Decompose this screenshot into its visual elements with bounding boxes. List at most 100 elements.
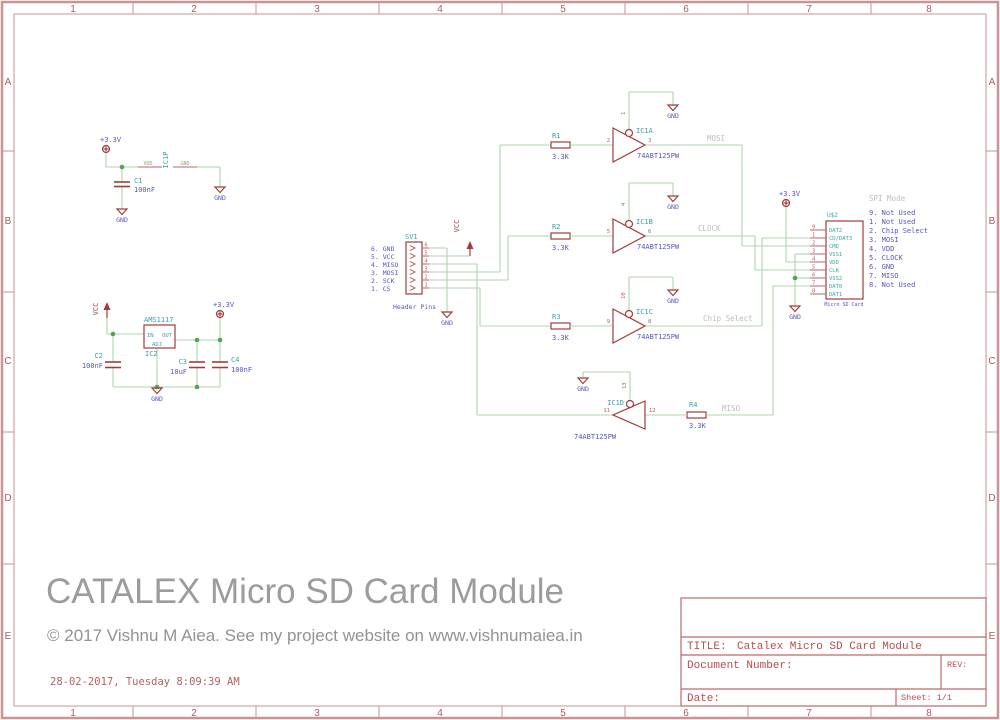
gnd-symbol: GND: [788, 305, 802, 321]
gnd-symbol: GND: [666, 289, 680, 305]
supply-33v-icon: [101, 144, 111, 154]
c1-value: 100nF: [134, 186, 155, 194]
frame-col-label: 4: [437, 4, 443, 15]
ic1c-designator: IC1C: [636, 308, 653, 316]
regulator-ic2: AMS1117 IN OUT ADJ IC2: [143, 316, 176, 358]
ic1b-pin-en: 4: [621, 202, 627, 206]
regulator-pin-adj: ADJ: [152, 342, 162, 348]
svg-text:GND: GND: [214, 194, 226, 202]
c4-value: 100nF: [231, 366, 252, 374]
gnd-symbol: GND: [666, 195, 680, 211]
sv1-pin-label: 1. CS: [371, 285, 391, 293]
svg-text:GND: GND: [667, 203, 679, 211]
ic1d-pin-en: 13: [622, 382, 628, 389]
frame-row-label: B: [989, 216, 996, 227]
c2-value: 100nF: [82, 362, 103, 370]
sd-card-pin-stubs: [810, 229, 826, 295]
capacitor-c3: C3 10uF: [170, 358, 205, 376]
ic1c-pin-en: 10: [621, 292, 627, 299]
ic1d-pin-in: 12: [649, 408, 656, 414]
spi-mode-item: 1. Not Used: [869, 218, 915, 226]
sv1-pin-number: 4: [424, 259, 428, 265]
junction-dot: [119, 164, 125, 170]
net-label-clock: CLOCK: [698, 224, 721, 233]
svg-text:GND: GND: [667, 112, 679, 120]
buffer-ic1a-section: R1 3.3K IC1A 74ABT125PW 1 2 3 MOSI GND: [550, 91, 810, 247]
c3-value: 10uF: [170, 368, 187, 376]
supply-33v-icon: [215, 309, 225, 319]
frame-col-label: 2: [191, 4, 197, 15]
sd-pin-number: 2: [812, 241, 815, 247]
regulator-section: VCC AMS1117 IN OUT ADJ IC2 C2 100nF C3 1…: [82, 301, 252, 403]
regulator-value: AMS1117: [144, 316, 174, 324]
tri-state-buffer-icon: [612, 127, 647, 163]
sv1-pin-number: 2: [424, 275, 427, 281]
supply-33v-label: +3.3V: [779, 190, 801, 198]
resistor-r1: R1 3.3K: [550, 132, 571, 161]
sd-pin-number: 3: [812, 249, 815, 255]
net-label-chip-select: Chip Select: [703, 314, 753, 323]
sd-card-section: U$2 Micro SD Card 9 1 2 3 4 5 6 7 8 DAT2…: [779, 190, 864, 321]
supply-33v-label: +3.3V: [213, 301, 235, 309]
frame-row-label: B: [5, 216, 12, 227]
ic1a-pin-out: 3: [648, 138, 651, 144]
frame-row-label: E: [5, 631, 12, 642]
r1-value: 3.3K: [552, 153, 570, 161]
resistor-r4: R4 3.3K: [686, 401, 707, 430]
supply-33v-icon: [781, 198, 791, 208]
r4-value: 3.3K: [689, 422, 707, 430]
frame-col-label: 6: [683, 708, 689, 719]
sv1-pins: [409, 245, 429, 291]
r2-value: 3.3K: [552, 244, 570, 252]
document-number-label: Document Number:: [687, 660, 793, 672]
ic1b-part: 74ABT125PW: [637, 243, 680, 251]
supply-33v-label: +3.3V: [100, 136, 122, 144]
title-value: Catalex Micro SD Card Module: [737, 641, 922, 653]
ic1b-pin-in: 5: [607, 229, 610, 235]
ic1a-pin-in: 2: [607, 138, 610, 144]
copyright-line: © 2017 Vishnu M Aiea. See my project web…: [47, 626, 583, 645]
frame-col-label: 5: [560, 708, 566, 719]
sv1-pin-number: 6: [424, 243, 427, 249]
sd-pin-name: CMD: [829, 244, 839, 250]
spi-mode-item: 2. Chip Select: [869, 227, 928, 235]
page-title: CATALEX Micro SD Card Module: [46, 572, 564, 611]
title-label: TITLE:: [687, 641, 727, 653]
frame-row-label: D: [4, 493, 11, 504]
ic1b-pin-out: 6: [648, 229, 651, 235]
resistor-r2: R2 3.3K: [550, 223, 571, 252]
svg-text:GND: GND: [151, 395, 163, 403]
ic1a-pin-en: 1: [621, 112, 627, 115]
resistor-r3: R3 3.3K: [550, 313, 571, 342]
vcc-label: VCC: [453, 220, 461, 233]
frame-col-label: 3: [314, 4, 320, 15]
frame-col-label: 2: [191, 708, 197, 719]
frame-row-label: A: [5, 77, 12, 88]
regulator-designator: IC2: [145, 350, 158, 358]
svg-text:GND: GND: [441, 319, 453, 327]
r2-name: R2: [552, 223, 560, 231]
sv1-pin-label: 3. MOSI: [371, 269, 398, 277]
frame-col-label: 5: [560, 4, 566, 15]
net-label-miso: MISO: [722, 404, 741, 413]
vcc-arrow-icon: [466, 241, 474, 256]
sd-pin-name: VSS2: [829, 276, 842, 282]
tri-state-buffer-icon: [611, 399, 646, 430]
sv1-pin-label: 5. VCC: [371, 253, 395, 261]
gnd-symbol: GND: [576, 377, 590, 393]
gnd-symbol: GND: [440, 311, 454, 327]
gnd-symbol: GND: [213, 186, 227, 202]
sv1-pin-label: 4. MISO: [371, 261, 398, 269]
r1-name: R1: [552, 132, 560, 140]
ic1c-pin-out: 8: [648, 319, 651, 325]
sd-pin-number: 4: [812, 257, 816, 263]
spi-mode-item: 4. VDD: [869, 245, 894, 253]
sd-pin-name: DAT1: [829, 292, 842, 298]
sd-pin-number: 6: [812, 273, 815, 279]
frame-col-label: 7: [806, 4, 812, 15]
frame-row-label: E: [989, 631, 996, 642]
sv1-pin-label: 2. SCK: [371, 277, 395, 285]
spi-mode-item: 7. MISO: [869, 272, 899, 280]
title-block: TITLE: Catalex Micro SD Card Module Docu…: [680, 597, 987, 707]
